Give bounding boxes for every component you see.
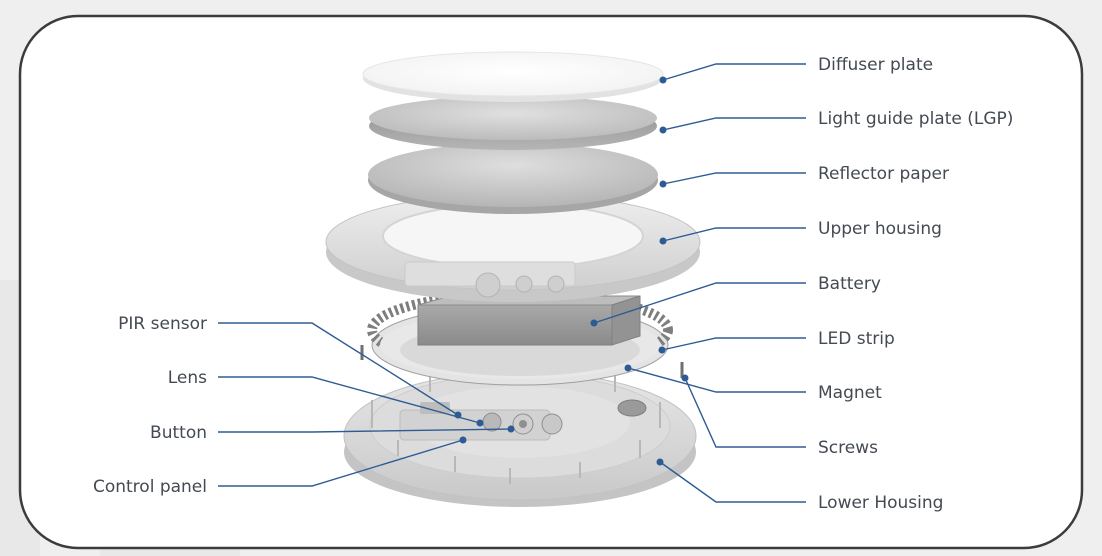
label-screws: Screws (818, 438, 878, 458)
leader-lines (218, 63, 806, 503)
leader-dots (454, 76, 689, 466)
reflector-paper-part (368, 143, 658, 214)
lower-housing-part (343, 345, 697, 507)
label-button: Button (150, 423, 207, 443)
label-led-strip: LED strip (818, 329, 895, 349)
label-lens: Lens (168, 368, 207, 388)
diffuser-plate-part (362, 51, 664, 102)
left-labels: PIR sensor Lens Button Control panel (93, 314, 207, 497)
label-lower-housing: Lower Housing (818, 493, 943, 513)
label-upper-housing: Upper housing (818, 219, 942, 239)
label-magnet: Magnet (818, 383, 882, 403)
battery-part (417, 295, 641, 346)
upper-housing-part (325, 193, 701, 302)
right-labels: Diffuser plate Light guide plate (LGP) R… (818, 55, 1013, 513)
label-reflector-paper: Reflector paper (818, 164, 949, 184)
label-pir-sensor: PIR sensor (118, 314, 207, 334)
label-diffuser-plate: Diffuser plate (818, 55, 933, 75)
product-illustration (325, 51, 701, 507)
label-control-panel: Control panel (93, 477, 207, 497)
label-battery: Battery (818, 274, 881, 294)
light-guide-plate-part (369, 96, 657, 150)
label-light-guide-plate: Light guide plate (LGP) (818, 109, 1013, 129)
